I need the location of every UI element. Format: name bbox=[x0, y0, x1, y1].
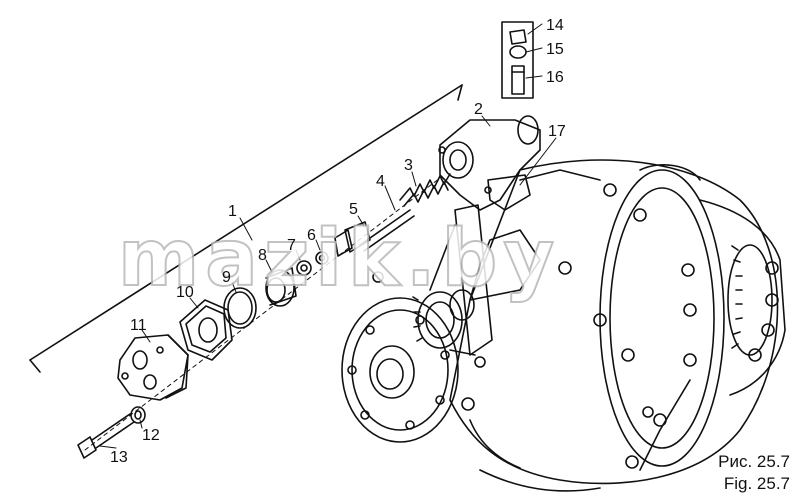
exploded-axis bbox=[84, 177, 441, 451]
assembly-bracket-line bbox=[29, 84, 463, 373]
callout-16: 16 bbox=[546, 69, 564, 86]
sprocket-chain-drive bbox=[412, 204, 493, 356]
callout-3: 3 bbox=[404, 157, 413, 174]
housing-rib bbox=[372, 229, 541, 469]
part-8-bushing bbox=[265, 267, 297, 307]
part-5-piston bbox=[334, 221, 371, 257]
output-gear-teeth bbox=[727, 244, 779, 362]
callout-15: 15 bbox=[546, 41, 564, 58]
housing-bolts bbox=[558, 183, 697, 469]
callout-13: 13 bbox=[110, 449, 128, 466]
callout-10: 10 bbox=[176, 284, 194, 301]
part-3-spring bbox=[399, 173, 451, 207]
part-16-pin bbox=[511, 65, 525, 95]
callout-8: 8 bbox=[258, 247, 267, 264]
callout-4: 4 bbox=[376, 173, 385, 190]
callout-7: 7 bbox=[287, 237, 296, 254]
callout-6: 6 bbox=[307, 227, 316, 244]
callout-17: 17 bbox=[548, 123, 566, 140]
parts-14-16-box bbox=[501, 21, 534, 99]
watermark-text: mazik.by bbox=[118, 214, 560, 304]
callout-leaders bbox=[99, 23, 557, 449]
callout-9: 9 bbox=[222, 269, 231, 286]
part-7-nut bbox=[296, 260, 312, 276]
callout-2: 2 bbox=[474, 101, 483, 118]
part-12-washer bbox=[130, 406, 146, 424]
callout-labels: 1 2 3 4 5 6 7 8 9 10 11 12 13 14 15 16 1… bbox=[110, 17, 566, 466]
figure-caption-en: Fig. 25.7 bbox=[723, 474, 790, 493]
figure-caption-ru: Рис. 25.7 bbox=[718, 452, 790, 471]
part-2-bracket-housing bbox=[438, 115, 541, 211]
callout-12: 12 bbox=[142, 427, 160, 444]
callout-11: 11 bbox=[130, 317, 147, 334]
callout-1: 1 bbox=[228, 203, 237, 220]
part-14-cap bbox=[509, 29, 527, 45]
front-flange bbox=[341, 297, 459, 443]
part-13-bolt bbox=[77, 413, 135, 459]
part-10-gasket bbox=[179, 299, 233, 361]
part-15-ring bbox=[509, 45, 527, 59]
part-4-rod bbox=[359, 209, 415, 252]
callout-14: 14 bbox=[546, 17, 564, 34]
part-6-nut bbox=[315, 251, 329, 265]
part-11-cover bbox=[117, 334, 189, 401]
gearbox-housing bbox=[449, 159, 786, 492]
callout-5: 5 bbox=[349, 201, 358, 218]
